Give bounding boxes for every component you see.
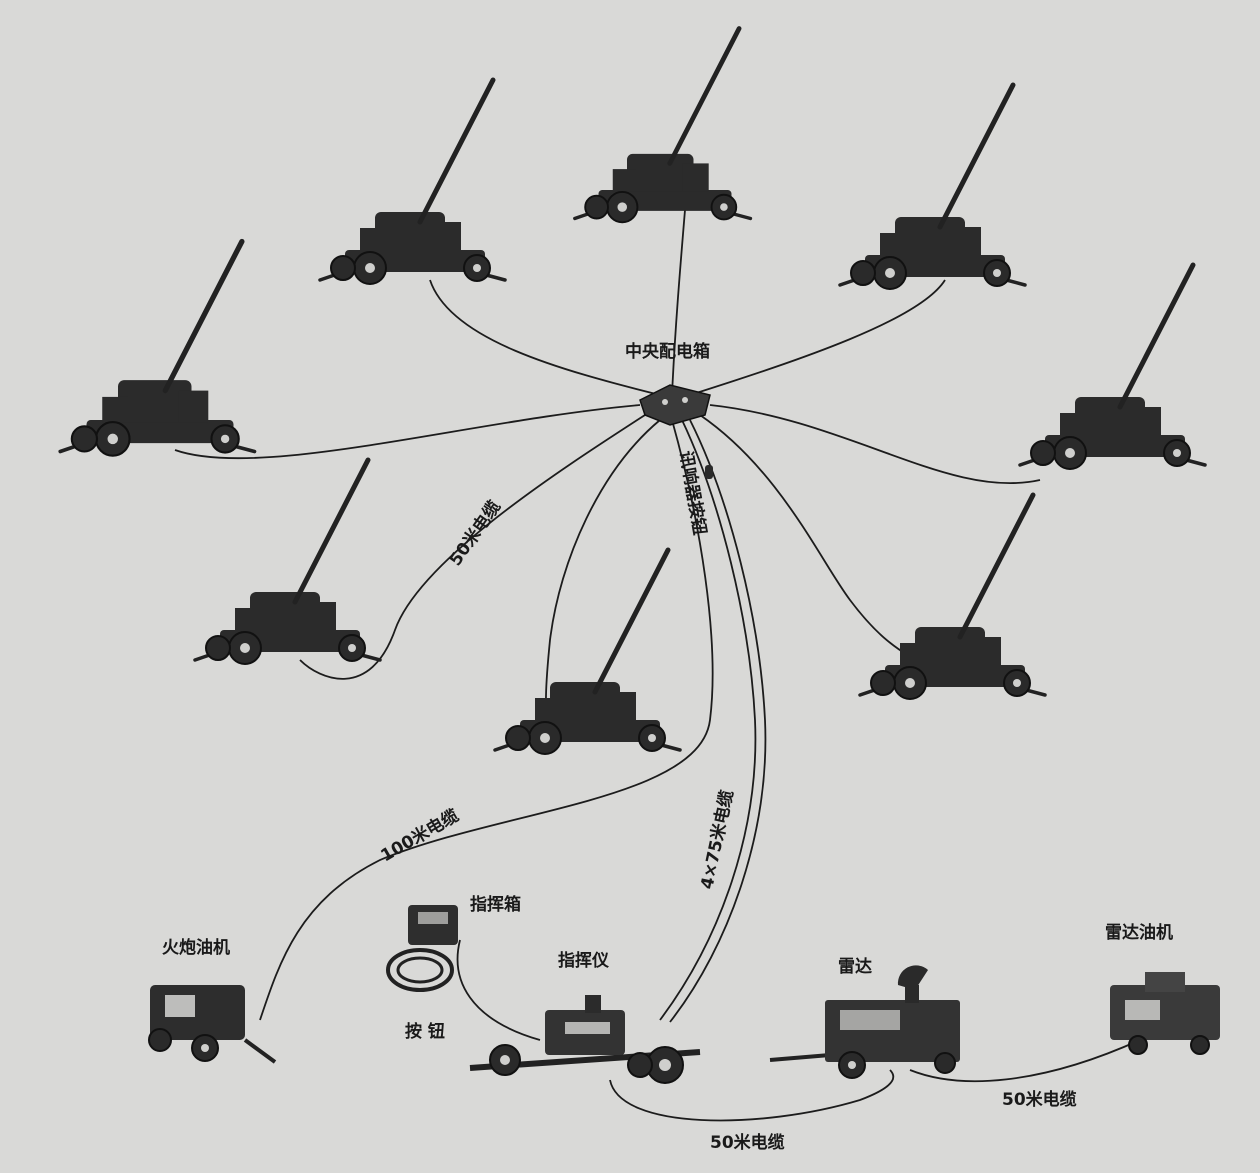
label-cable-50m-bottom: 50米电缆 [710,1132,785,1153]
buzzer-button-icon [705,465,713,479]
radar-generator-icon [1110,972,1220,1055]
label-cable-4x75m: 4×75米电缆 [696,788,737,891]
cable-gun-mid-left [299,414,646,680]
label-cable-50m-right: 50米电缆 [1002,1089,1077,1110]
cable-gun-left [174,404,641,460]
cable-50m-bottom [609,1069,895,1122]
cable-4x75m-a [659,419,757,1021]
label-cable-100m: 100米电缆 [377,805,462,866]
cable-gun-top-right [689,279,946,396]
gun-top-right [840,85,1025,289]
label-central-box: 中央配电箱 [625,341,710,362]
gun-top-left [320,80,505,284]
cable-gun-top-center [671,209,686,396]
label-button: 按 钮 [405,1021,445,1042]
director-icon [469,995,701,1084]
gun-mid-right [860,495,1045,699]
gun-generator-icon [148,985,277,1064]
cable-gun-top-left [429,279,661,396]
command-box-icon [386,905,458,992]
label-radar: 雷达 [838,956,872,977]
label-radar-generator: 雷达油机 [1105,922,1173,943]
cable-gun-right [709,404,1041,485]
gun-top-center [575,28,751,222]
gun-left [60,242,254,456]
label-cable-50m-left: 50米电缆 [445,497,505,570]
label-command-box: 指挥箱 [470,894,521,915]
label-buzzer-button: 讯响器按钮 [675,449,710,536]
gun-mid-left [195,460,380,664]
central-box-icon [639,384,711,426]
cables [174,209,1141,1122]
label-gun-generator: 火炮油机 [162,937,230,958]
cable-gun-mid-right [699,414,916,661]
cable-4x75m-b [669,419,767,1023]
cable-100m [259,419,714,1021]
label-director: 指挥仪 [558,950,610,971]
cable-50m-right [909,1039,1141,1083]
radar-icon [769,965,960,1079]
gun-center [495,550,680,754]
cable-command-box [456,939,541,1041]
gun-right [1020,265,1205,469]
